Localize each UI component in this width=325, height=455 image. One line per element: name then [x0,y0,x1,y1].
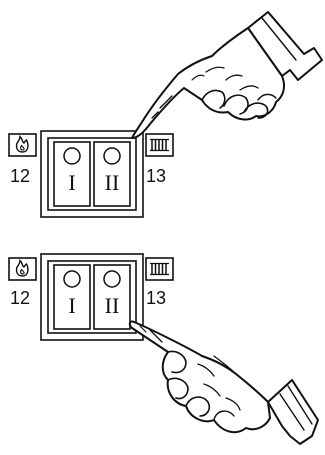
radiator-icon [145,133,174,157]
switch-panel-top: 12 I II 13 [8,11,323,218]
switch-mark-1: I [68,293,75,318]
label-13: 13 [146,166,166,186]
switch-panel-bottom: 12 I II 13 [8,253,319,445]
rocker-switch-1[interactable]: I [53,141,91,207]
switch-mark-2: II [105,293,120,318]
pointing-hand-icon [128,320,319,445]
label-12: 12 [10,288,30,308]
rocker-switch-2[interactable]: II [93,264,131,330]
label-13: 13 [146,288,166,308]
flame-icon [8,257,37,281]
radiator-icon [145,257,174,281]
rocker-switch-1[interactable]: I [53,264,91,330]
flame-icon [8,133,37,157]
switch-mark-1: I [68,170,75,195]
label-12: 12 [10,166,30,186]
pointing-hand-icon [131,11,323,139]
rocker-switch-2[interactable]: II [93,141,131,207]
switch-mark-2: II [105,170,120,195]
